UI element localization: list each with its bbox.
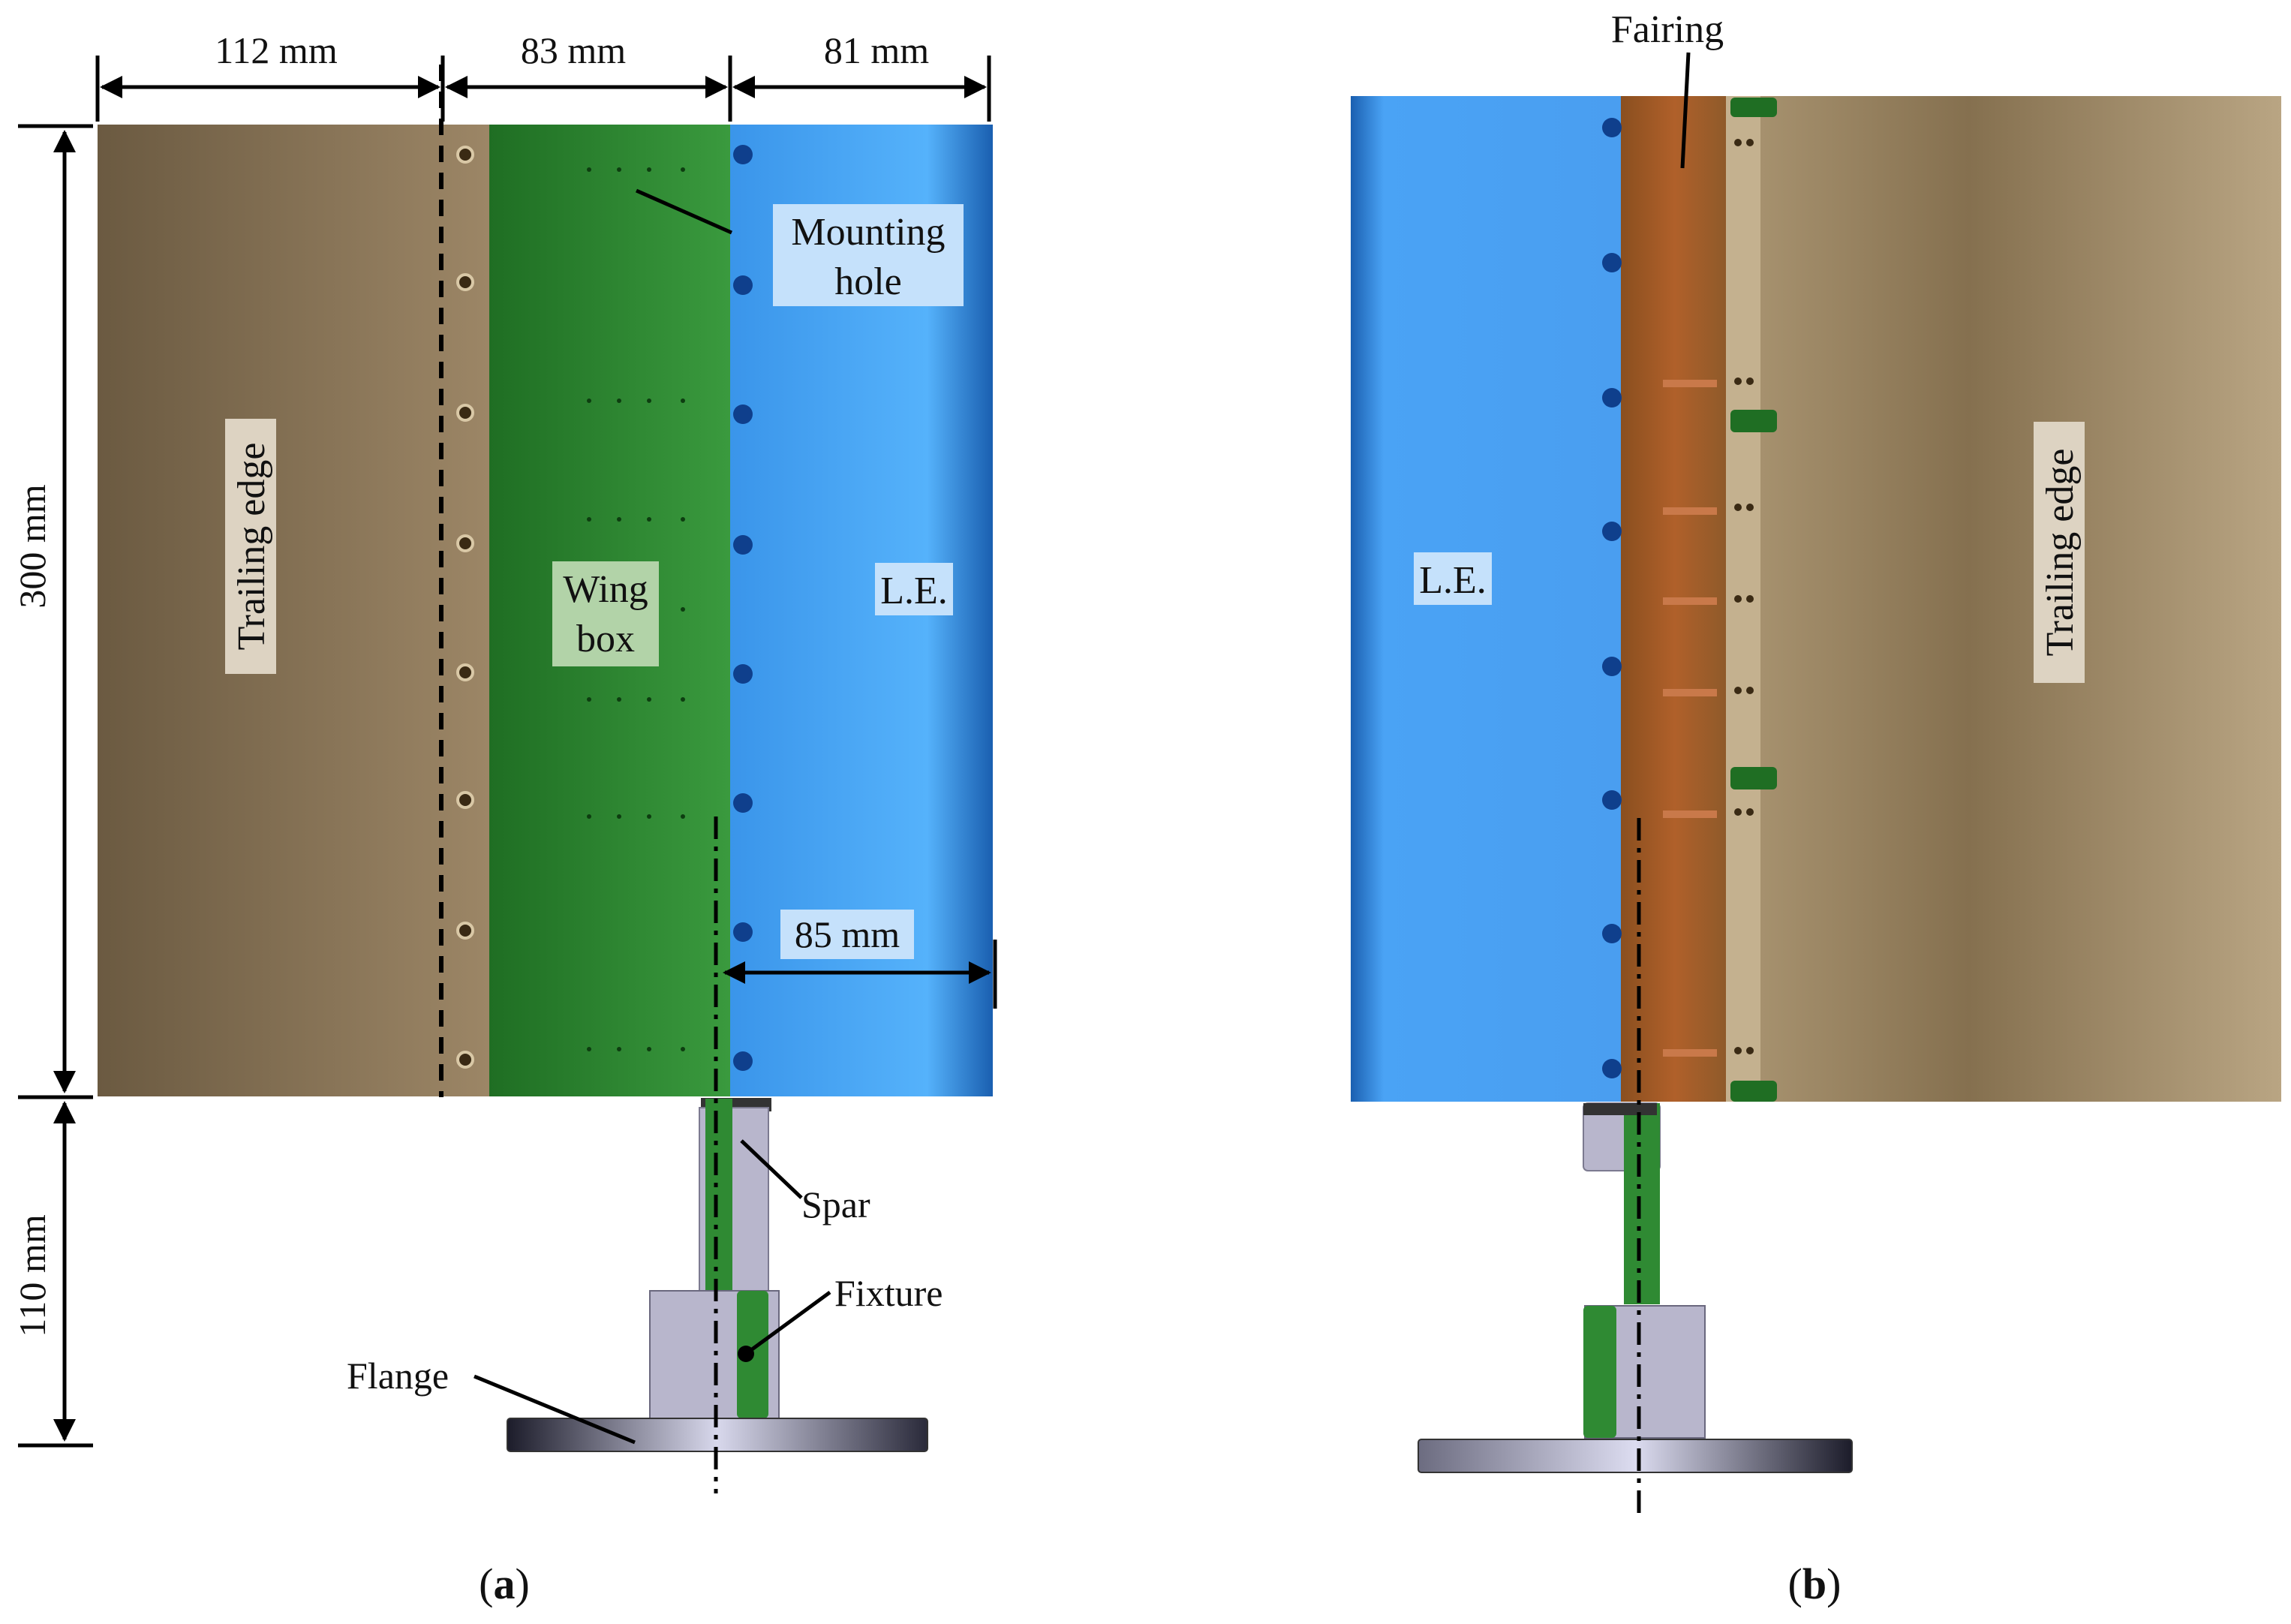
- trailing-edge-region: [98, 125, 489, 1096]
- spar-cap-b: [1583, 1103, 1657, 1115]
- caption-a-close: ): [516, 1559, 530, 1608]
- fixture-clamp-b: [1583, 1306, 1616, 1438]
- spar: [705, 1099, 732, 1291]
- panel-a: 112 mm 83 mm 81 mm 300 mm 110 mm 85 mm T…: [11, 29, 997, 1608]
- mounting-hole-label-box: [773, 204, 964, 306]
- trailing-edge-label-box-b: [2034, 422, 2085, 683]
- dim-top-81: 81 mm: [824, 29, 929, 71]
- fairing-bolts: [1734, 139, 1754, 1054]
- fixture-leader: [744, 1290, 831, 1356]
- flange-label: Flange: [347, 1355, 449, 1397]
- wing-box-label-line2: box: [576, 618, 635, 660]
- le-label-b: L.E.: [1419, 559, 1487, 602]
- caption-a-letter: a: [494, 1559, 516, 1608]
- le-label: L.E.: [880, 570, 948, 612]
- mounting-holes: [733, 145, 753, 1071]
- trailing-edge-label-b: Trailing edge: [2039, 449, 2082, 657]
- dim-top-112: 112 mm: [215, 29, 338, 71]
- dim-top-83: 83 mm: [521, 29, 626, 71]
- spar-label: Spar: [801, 1183, 870, 1226]
- panel-b: L.E. Trailing edge Fairing (b): [1351, 8, 2281, 1608]
- caption-b-letter: b: [1802, 1559, 1826, 1608]
- caption-b-close: ): [1826, 1559, 1841, 1608]
- fairing-label: Fairing: [1611, 8, 1724, 51]
- le-width-dimension: [723, 940, 997, 1009]
- caption-a: (a): [479, 1559, 530, 1608]
- dim-root-110: 110 mm: [11, 1214, 53, 1337]
- fairing-strip: [1726, 96, 1760, 1102]
- spar-b: [1624, 1103, 1660, 1304]
- trailing-edge-label-box: [225, 419, 276, 674]
- dim-span-300: 300 mm: [11, 484, 53, 608]
- dim-le-85: 85 mm: [795, 913, 900, 955]
- caption-b-open: (: [1788, 1559, 1802, 1608]
- fixture-leader-dot: [738, 1346, 754, 1362]
- caption-a-open: (: [479, 1559, 493, 1608]
- flange-leader: [474, 1374, 636, 1445]
- mounting-hole-label-line1: Mounting: [791, 211, 945, 254]
- fairing-stripes: [1663, 380, 1717, 1057]
- dim-85-box: [780, 910, 914, 959]
- fixture-label: Fixture: [834, 1272, 943, 1314]
- left-dimension-lines: [18, 124, 93, 1448]
- wing-box-label-box: [552, 561, 659, 666]
- top-dimension-lines: [95, 56, 991, 122]
- spar-leader: [740, 1139, 803, 1199]
- caption-b: (b): [1788, 1559, 1842, 1608]
- trailing-edge-label: Trailing edge: [230, 443, 273, 651]
- mounting-hole-label-line2: hole: [834, 260, 902, 303]
- fairing-leader: [1680, 52, 1691, 169]
- le-label-box-b: [1414, 552, 1492, 605]
- mounting-hole-leader: [635, 188, 733, 235]
- wing-box-rivets: [587, 167, 685, 1051]
- te-bolt-holes: [456, 146, 474, 1069]
- trailing-edge-region-b: [1760, 96, 2281, 1102]
- mounting-holes-b: [1602, 118, 1622, 1078]
- le-label-box: [875, 563, 953, 615]
- flange-b: [1418, 1439, 1853, 1473]
- wing-box-label-line1: Wing: [563, 568, 648, 611]
- fairing-brackets: [1730, 98, 1777, 1102]
